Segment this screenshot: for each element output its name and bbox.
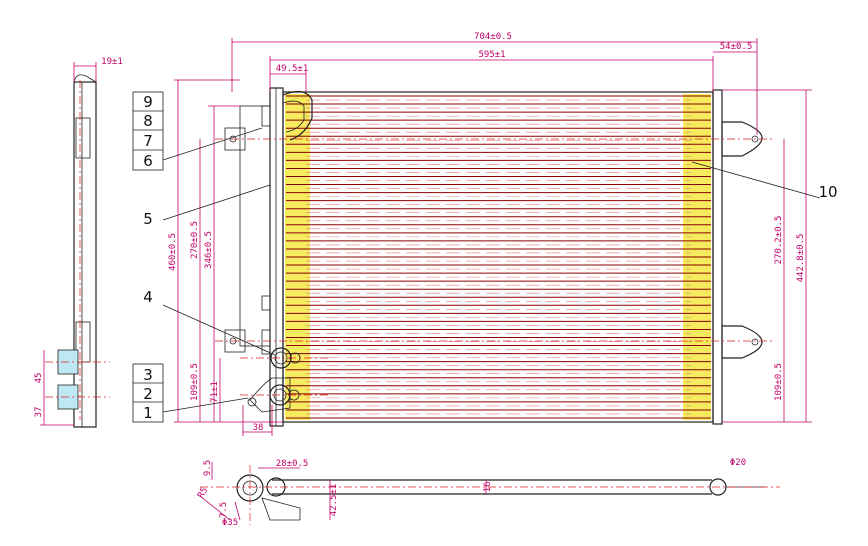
callout-9: 9 [143, 93, 153, 111]
callout-7: 7 [143, 132, 153, 150]
callout-1: 1 [143, 404, 153, 422]
dimension-lines [40, 38, 812, 521]
dim-right-442: 442.8±0.5 [796, 234, 806, 283]
callout-8: 8 [143, 112, 153, 130]
dim-right-109: 109±0.5 [774, 363, 784, 401]
left-mounting-bar [224, 105, 271, 355]
dim-bottom-28: 28±0.5 [276, 459, 309, 469]
bottom-view [200, 465, 780, 525]
dim-overall-width: 704±0.5 [474, 32, 512, 42]
dim-bottom-7-5: 7.5 [219, 502, 229, 518]
dim-bottom-42-5: 42.5±1 [329, 484, 339, 517]
callout-2: 2 [143, 385, 153, 403]
dim-bottom-phi35: Φ35 [222, 518, 238, 528]
callout-3: 3 [143, 366, 153, 384]
side-view [45, 74, 110, 428]
dim-height-346: 346±0.5 [204, 231, 214, 269]
callout-10: 10 [818, 183, 837, 201]
dim-bottom-9-5: 9.5 [203, 460, 213, 476]
callout-boxes: 9 8 7 6 5 4 3 2 1 10 [132, 91, 838, 423]
condenser-core [282, 91, 714, 423]
dimension-labels: 704±0.5 595±1 54±0.5 49.5±1 19±1 460±0.5… [34, 32, 806, 528]
dim-bottom-phi20: Φ20 [730, 458, 746, 468]
dim-height-total-left: 460±0.5 [168, 233, 178, 271]
dim-bottom-16: 16 [483, 482, 493, 493]
right-header-tank [712, 89, 763, 425]
dim-side-45: 45 [34, 373, 44, 384]
dim-right-bracket: 54±0.5 [720, 42, 753, 52]
dim-side-thickness: 19±1 [101, 57, 123, 67]
dim-right-270: 270.2±0.5 [774, 216, 784, 265]
dim-bottom-38: 38 [253, 423, 264, 433]
callout-5: 5 [143, 210, 153, 228]
dim-left-offset: 49.5±1 [276, 64, 309, 74]
dim-height-71: 71±1 [210, 381, 220, 403]
tube-rows [286, 95, 711, 419]
dim-height-270-left: 270±0.5 [190, 221, 200, 259]
dim-side-37: 37 [34, 407, 44, 418]
callout-4: 4 [143, 288, 153, 306]
dim-height-109-left: 109±0.5 [190, 363, 200, 401]
centerlines-main [215, 138, 775, 396]
callout-6: 6 [143, 152, 153, 170]
dim-core-width: 595±1 [478, 50, 505, 60]
dim-bottom-r5: R5 [196, 486, 210, 500]
